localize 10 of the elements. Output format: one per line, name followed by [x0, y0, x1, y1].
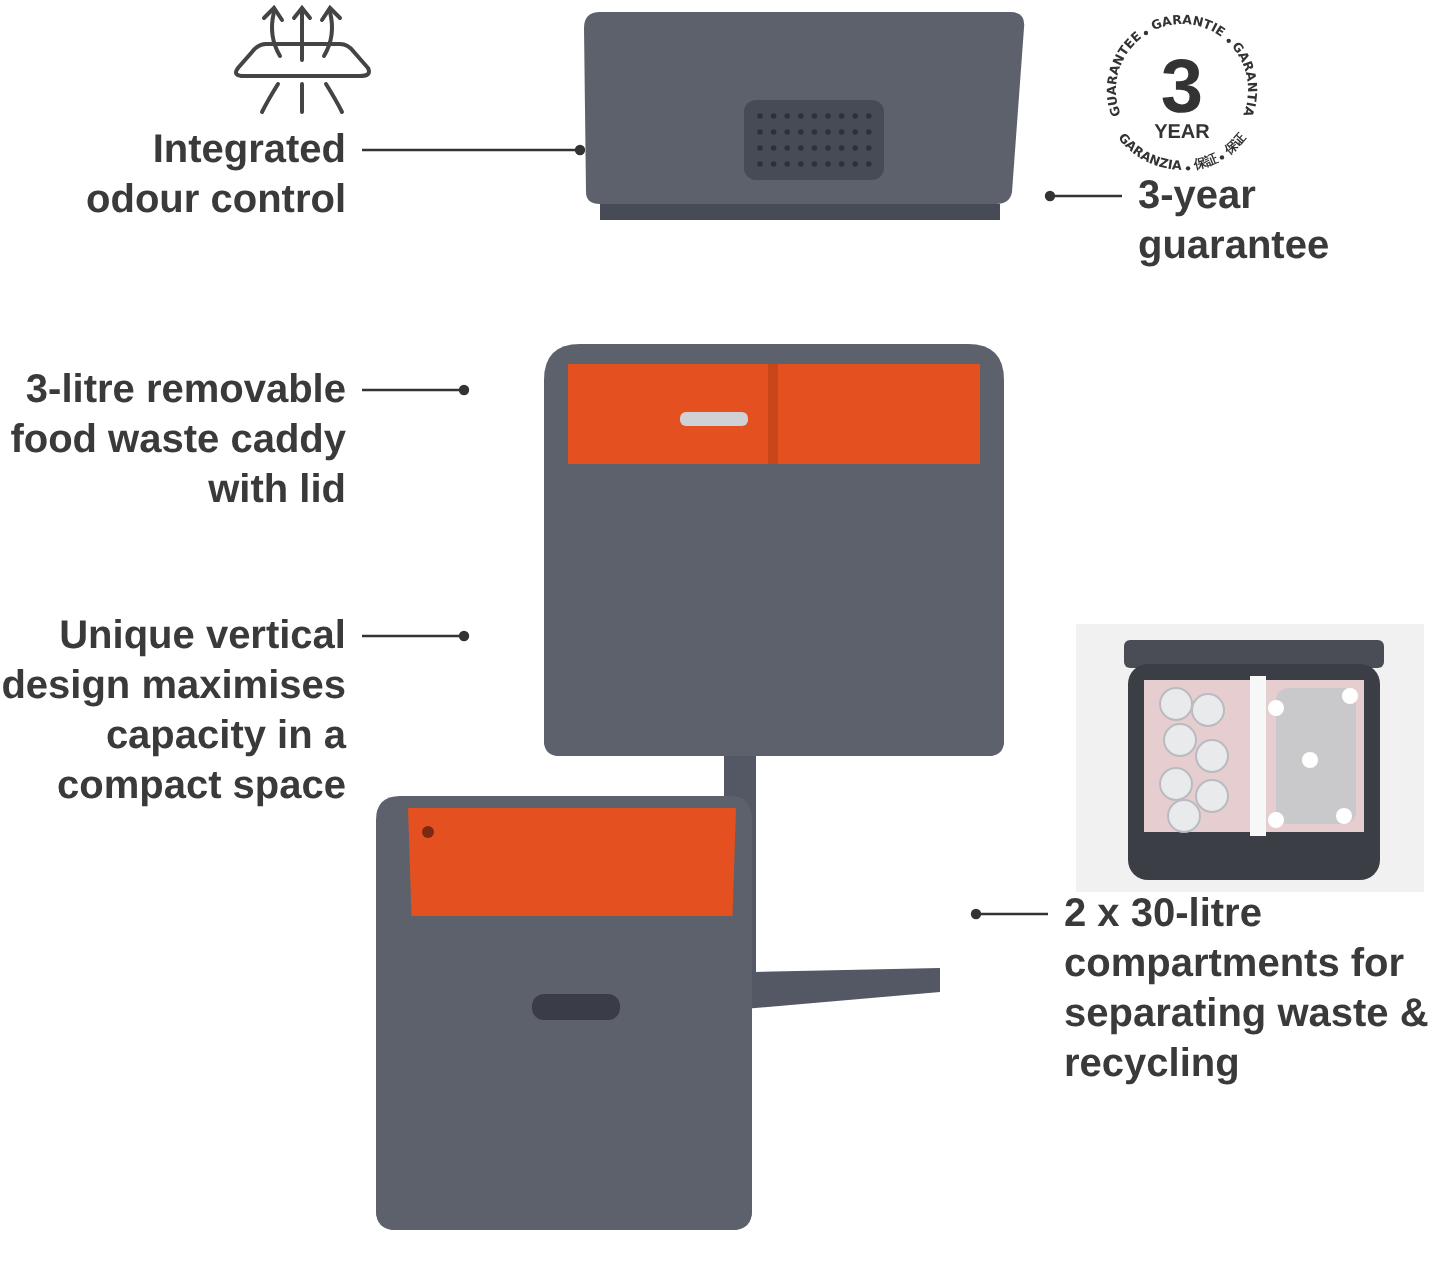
- leader-line: [362, 144, 586, 156]
- leader-line: [362, 630, 470, 642]
- callout-text: 3-year guarantee: [1122, 172, 1418, 272]
- leader-line: [362, 384, 470, 396]
- leader-line: [970, 908, 1048, 920]
- callout-text: Integrated odour control: [66, 126, 362, 226]
- callout-text: Unique vertical design maximises capacity in a compact space: [0, 612, 362, 812]
- callout-text: 3-litre removable food waste caddy with lid: [0, 366, 362, 516]
- leader-line: [1044, 190, 1122, 202]
- callout-text: 2 x 30-litre compartments for separating waste & recycling: [1048, 890, 1440, 1090]
